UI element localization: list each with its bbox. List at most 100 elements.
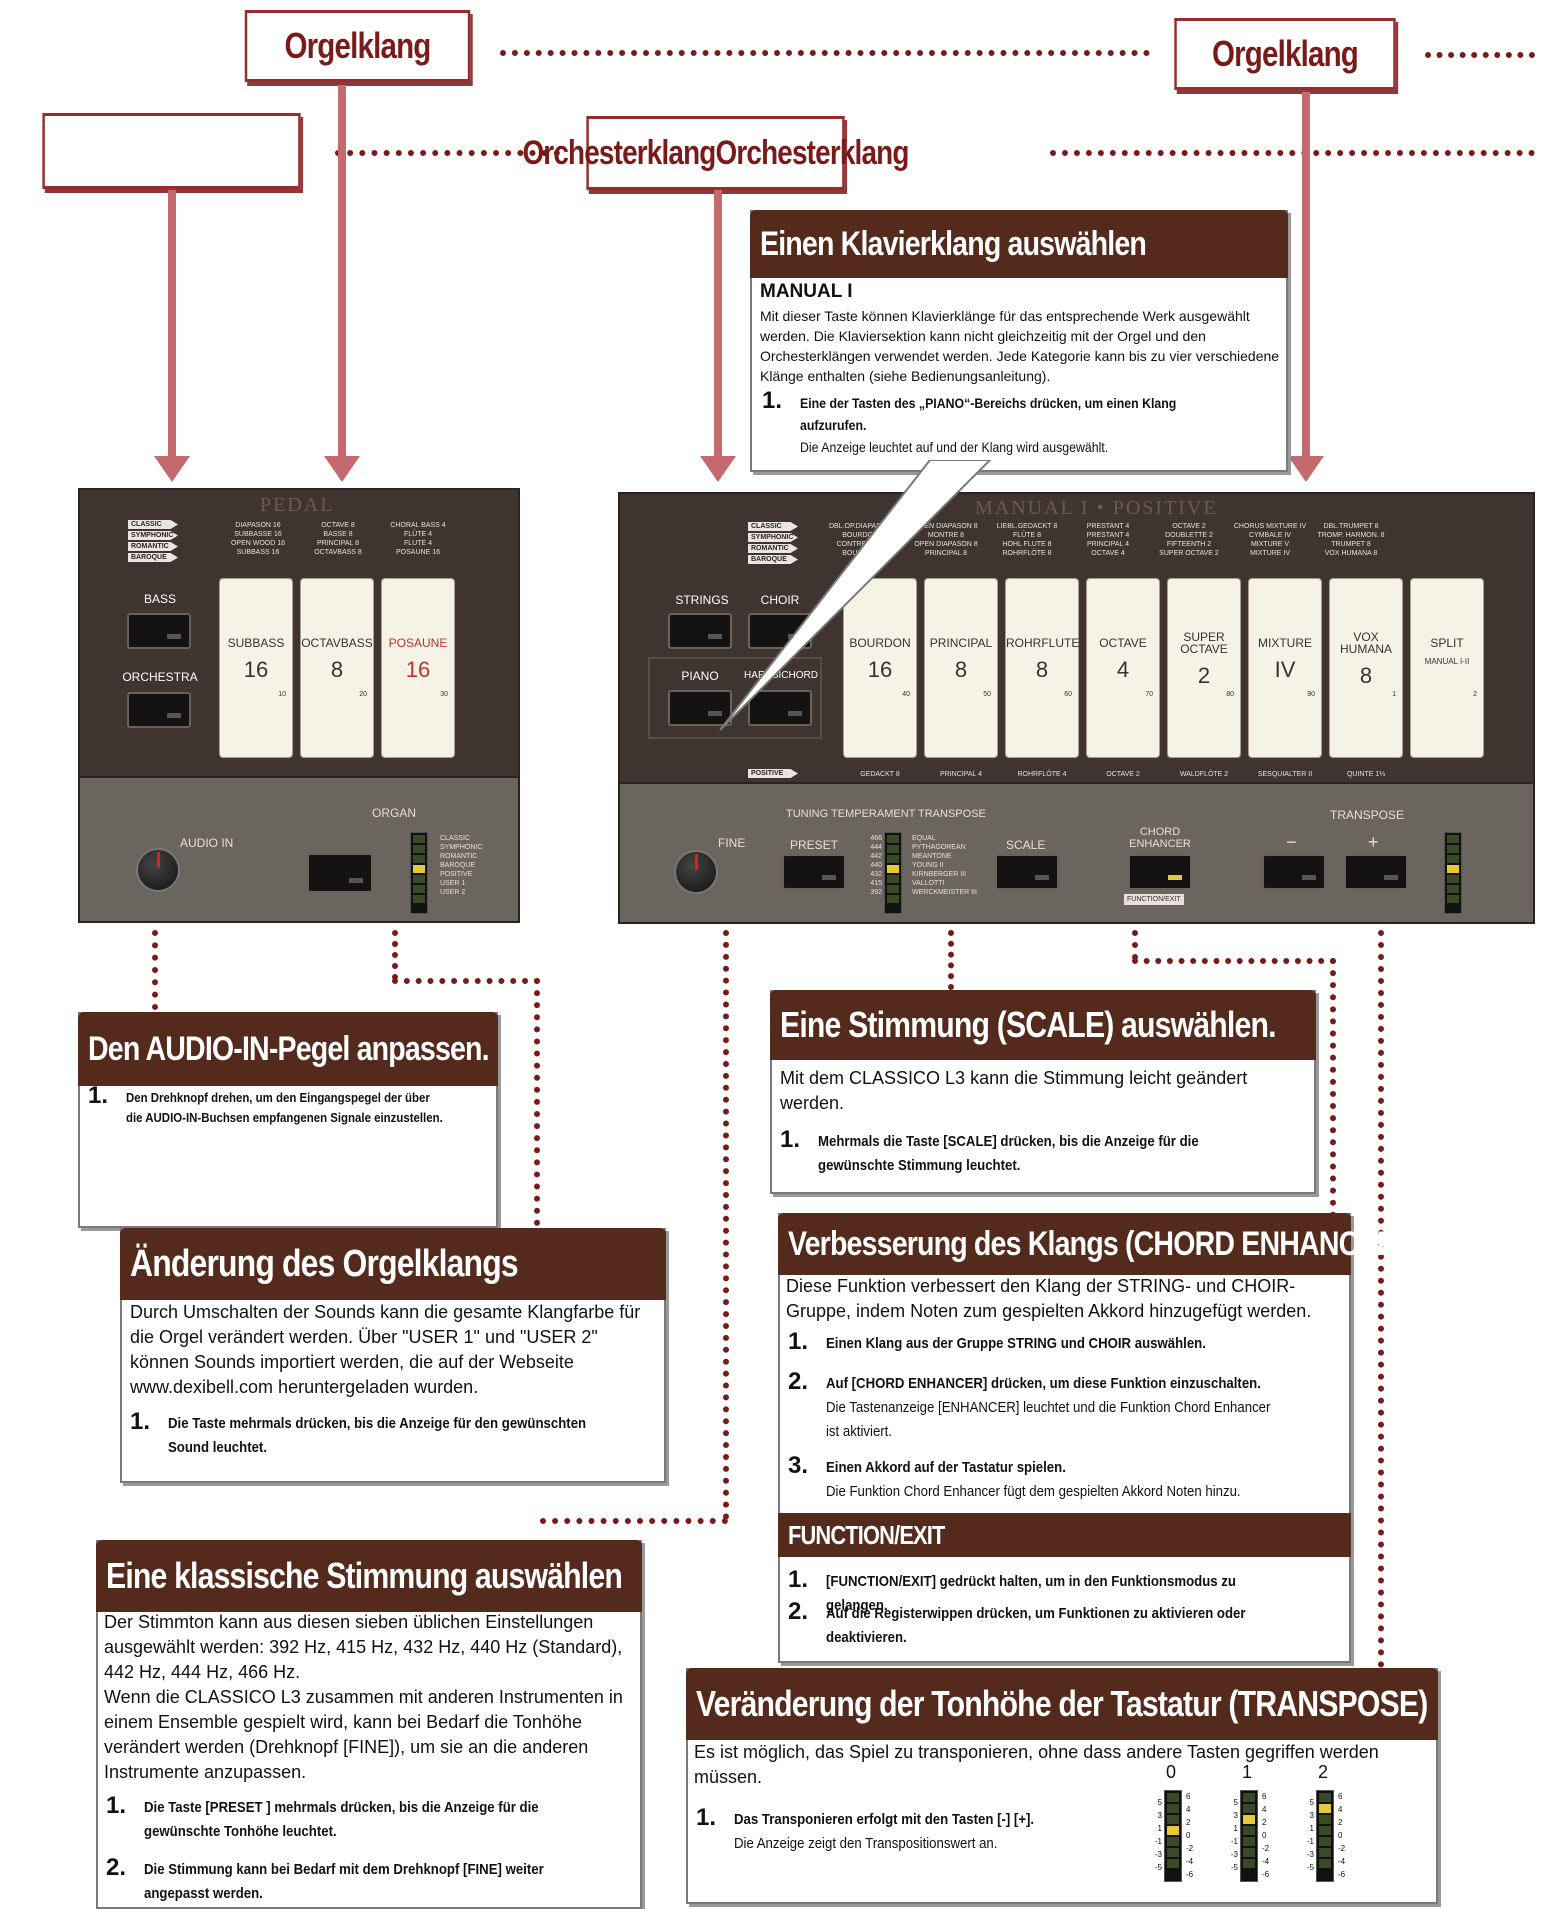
callout-klassisch-body2: Wenn die CLASSICO L3 zusammen mit andere… — [104, 1687, 623, 1782]
connector-transpose — [1378, 930, 1384, 1668]
arrow-bass — [154, 190, 190, 482]
pitch-meter — [884, 832, 902, 914]
callout-klavier-step1: 1. Eine der Tasten des „PIANO“-Bereichs … — [762, 387, 1177, 456]
callout-chord-step3: 3. Einen Akkord auf der Tastatur spielen… — [788, 1452, 1241, 1501]
callout-scale-title: Eine Stimmung (SCALE) auswählen. — [770, 990, 1316, 1060]
callout-chord-step1: 1. Einen Klang aus der Gruppe STRING und… — [788, 1328, 1206, 1355]
choir-label: CHOIR — [760, 593, 800, 607]
connector-scale — [948, 930, 954, 990]
arrow-manual-organ — [1288, 92, 1324, 482]
callout-klassisch-title: Eine klassische Stimmung auswählen — [96, 1540, 642, 1612]
organ-style-meter — [410, 832, 428, 914]
connector-audio-in — [152, 930, 158, 1010]
connector-organ-h — [392, 978, 540, 984]
harpsichord-button[interactable] — [748, 690, 812, 726]
strings-button[interactable] — [668, 613, 732, 649]
organ-button[interactable] — [307, 853, 373, 893]
transpose-meter-label: 0 — [1166, 1762, 1177, 1782]
callout-function-title: FUNCTION/EXIT — [778, 1513, 1351, 1557]
callout-chord-body: Diese Funktion verbessert den Klang der … — [786, 1276, 1312, 1321]
connector-organ — [392, 930, 398, 980]
connector-chord-h — [1132, 958, 1336, 964]
bass-button[interactable] — [127, 613, 191, 649]
callout-scale-body: Mit dem CLASSICO L3 kann die Stimmung le… — [780, 1068, 1248, 1113]
transpose-label: TRANSPOSE — [1330, 808, 1405, 822]
arrow-pedal-organ — [324, 85, 360, 482]
connector-preset-h — [540, 1518, 728, 1524]
function-exit-label: FUNCTION/EXIT — [1124, 894, 1184, 905]
preset-button[interactable] — [782, 854, 846, 890]
positive-tab: POSITIVE — [748, 769, 798, 778]
callout-transpose-body: Es ist möglich, das Spiel zu transponier… — [694, 1742, 1379, 1787]
fine-knob[interactable] — [674, 850, 718, 894]
callout-chord — [778, 1213, 1351, 1663]
connector-chord-v — [1330, 958, 1336, 1218]
pedal-heading: PEDAL — [260, 494, 335, 516]
manual-footer-6: SESQUIALTER II — [1257, 771, 1313, 778]
dotted-line-mid-left — [335, 150, 560, 156]
dotted-line-top — [500, 50, 1150, 56]
chord-enhancer-label: CHORD ENHANCER — [1129, 826, 1191, 850]
callout-transpose-title: Veränderung der Tonhöhe der Tastatur (TR… — [686, 1668, 1438, 1740]
manual-style-tab-classic: CLASSIC — [748, 522, 798, 531]
callout-orgelklang-title: Änderung des Orgelklangs — [120, 1228, 666, 1300]
transpose-even-values: 6 4 2 0 -2 -4 -6 — [1186, 1792, 1194, 1879]
transpose-example-meter — [1164, 1790, 1182, 1882]
callout-audio-in-title: Den AUDIO-IN-Pegel anpassen. — [78, 1012, 498, 1086]
piano-label: PIANO — [681, 669, 719, 683]
callout-klavier-title: Einen Klavierklang auswählen — [750, 210, 1288, 278]
chord-enhancer-button[interactable] — [1128, 854, 1192, 890]
label-orgelklang-right: Orgelklang — [1174, 18, 1396, 90]
label-blank — [42, 113, 301, 189]
audio-in-knob[interactable] — [136, 848, 180, 892]
callout-function-step2: 2. Auf die Registerwippen drücken, um Fu… — [788, 1598, 1246, 1647]
manual-style-tab-symphonic: SYMPHONIC — [748, 533, 798, 542]
style-tab-classic: CLASSIC — [128, 520, 178, 529]
scale-button[interactable] — [995, 854, 1059, 890]
callout-klavier-subtitle: MANUAL I — [760, 281, 853, 302]
callout-klassisch-step2: 2. Die Stimmung kann bei Bedarf mit dem … — [106, 1854, 544, 1903]
tuning-label: TUNING TEMPERAMENT TRANSPOSE — [786, 808, 986, 820]
transpose-odd-values: 5 3 1 -1 -3 -5 — [1306, 1798, 1314, 1872]
bass-label: BASS — [143, 592, 176, 606]
klavier-pointer — [719, 460, 992, 731]
arrow-strings — [700, 190, 736, 482]
orchestra-button[interactable] — [127, 692, 191, 728]
connector-chord — [1132, 930, 1138, 960]
piano-button[interactable] — [668, 690, 732, 726]
transpose-minus-button[interactable] — [1262, 854, 1326, 890]
minus-label: − — [1286, 832, 1297, 852]
transpose-meter-label: 1 — [1242, 1762, 1253, 1782]
manual-style-tab-baroque: BAROQUE — [748, 555, 798, 564]
connector-preset — [723, 930, 729, 1520]
transpose-plus-button[interactable] — [1344, 854, 1408, 890]
manual-footer-3: ROHRFLÖTE 4 — [1017, 771, 1067, 778]
callout-klavier-body: Mit dieser Taste können Klavierklänge fü… — [760, 308, 1280, 384]
transpose-example-meter — [1240, 1790, 1258, 1882]
manual-footer-2: PRINCIPAL 4 — [939, 771, 982, 778]
label-orgelklang-left: Orgelklang — [244, 10, 471, 82]
label-orchesterklang: OrchesterklangOrchesterklang — [522, 116, 909, 190]
callout-transpose-step1: 1. Das Transponieren erfolgt mit den Tas… — [696, 1804, 1035, 1853]
audio-in-label: AUDIO IN — [180, 836, 234, 850]
